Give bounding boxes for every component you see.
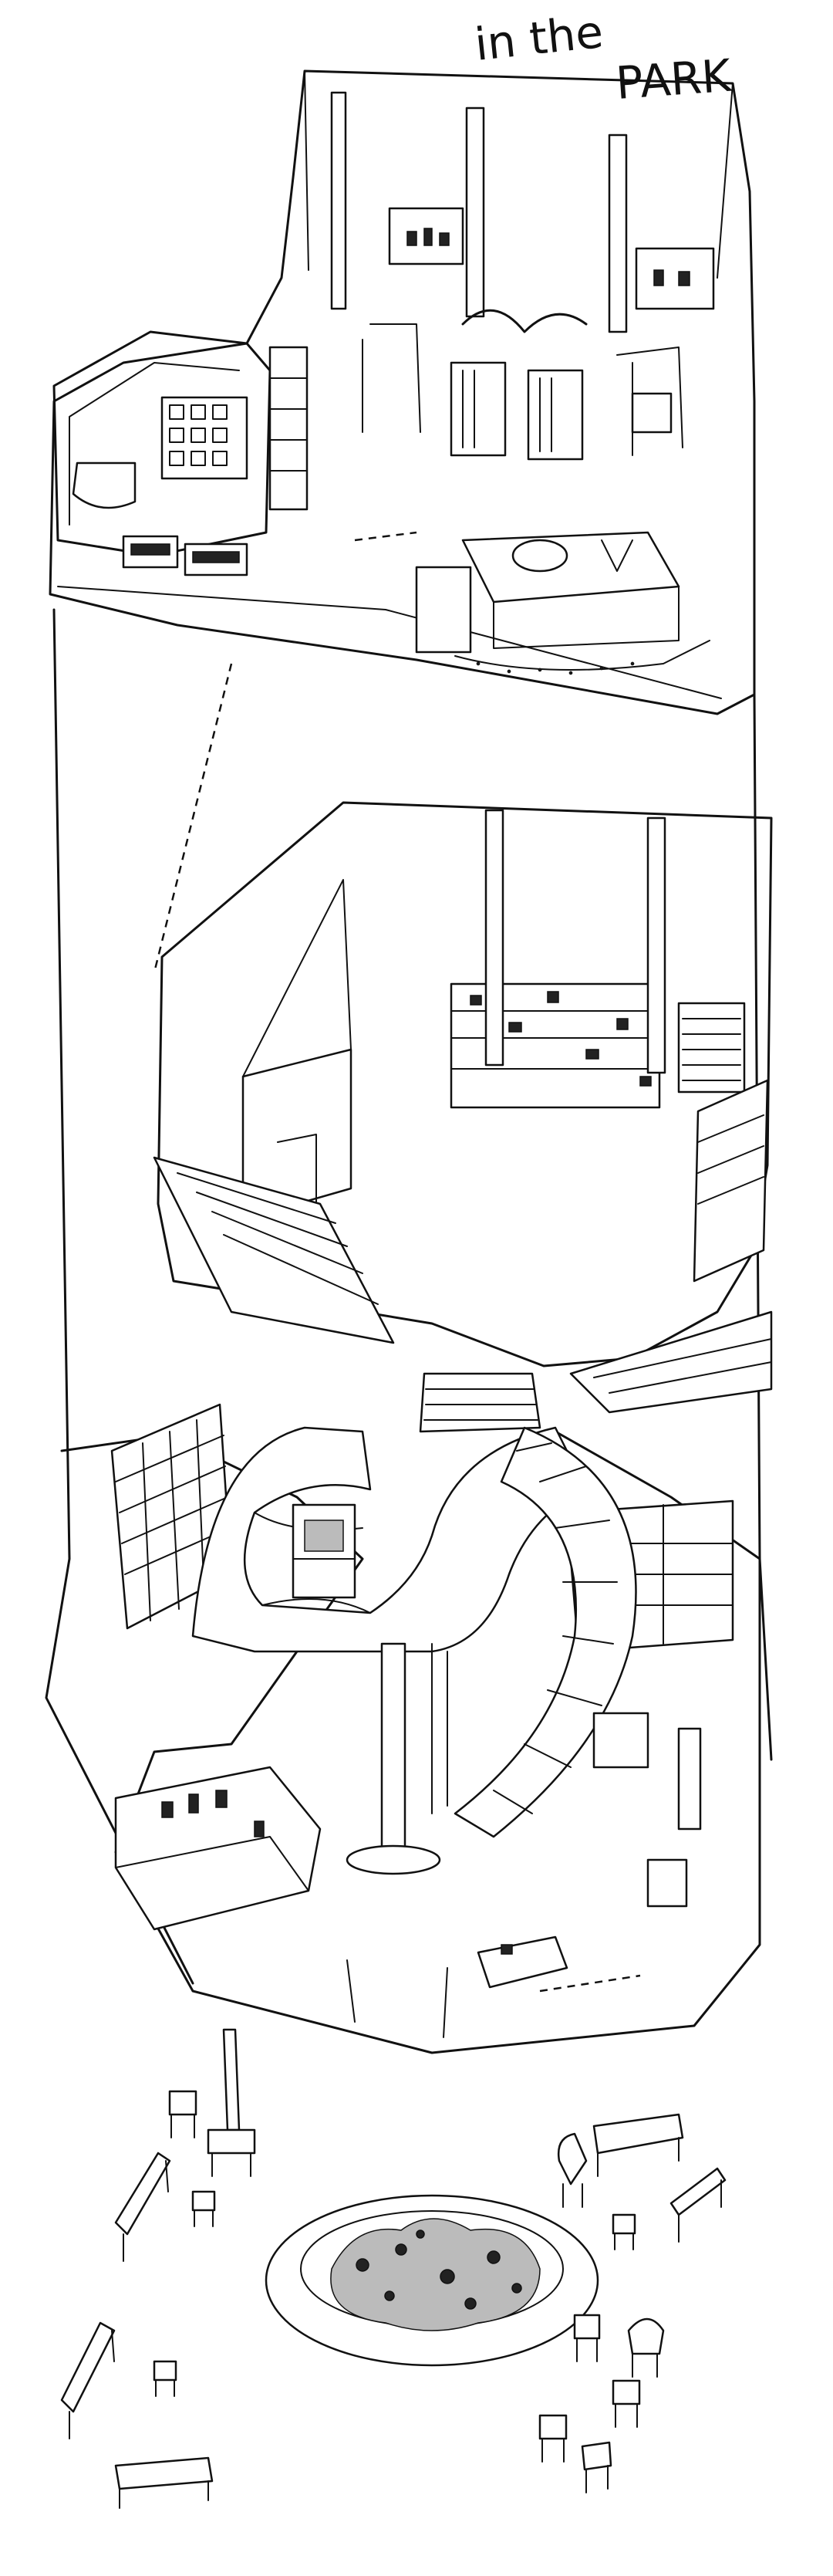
chair-right-1: [557, 2132, 588, 2208]
building-outline: [45, 608, 773, 1985]
park-seating-left: [60, 2028, 256, 2509]
wall-artwork-right: [635, 247, 715, 310]
shoe-shelving: [450, 982, 661, 1109]
low-table-front: [477, 1935, 568, 1989]
bench-2: [60, 2321, 116, 2439]
bench-right-1: [592, 2113, 684, 2177]
staircase-right: [569, 1310, 773, 1414]
park-area: [60, 2028, 727, 2509]
title-heading: in the PARK: [472, 5, 734, 110]
display-island-top: [461, 531, 680, 649]
alcove-room: [52, 330, 271, 576]
wall-artwork-left: [388, 207, 464, 265]
side-table-right: [592, 1712, 702, 1908]
chair-right-4: [612, 2379, 641, 2428]
back-room: [241, 1048, 352, 1221]
back-wall-line: [304, 70, 734, 279]
pavement-stipple: [476, 661, 635, 675]
chair-right-6: [581, 2441, 612, 2493]
entrance-lower: [346, 1959, 641, 2038]
columns-middle: [484, 809, 666, 1074]
shelf-unit-top-left: [268, 346, 309, 511]
central-stair: [419, 1372, 541, 1433]
small-chair-1: [168, 2090, 197, 2138]
lower-floor: [60, 1372, 761, 2054]
clothing-racks-top: [362, 323, 683, 456]
tree-planter: [265, 2194, 599, 2367]
title-part-1: in the: [472, 5, 605, 71]
bench-3: [114, 2456, 214, 2509]
stool-right-1: [612, 2213, 636, 2250]
columns-top: [330, 91, 628, 333]
stool-1: [191, 2190, 216, 2227]
central-pillar: [346, 1642, 448, 1875]
stool-2: [153, 2360, 177, 2397]
top-floor: [49, 69, 756, 715]
label-sign-board: [677, 1002, 746, 1094]
middle-floor: [153, 801, 773, 1414]
chair-right-2: [573, 2314, 601, 2362]
staircase-left: [153, 1156, 395, 1344]
front-counter: [114, 1766, 322, 1931]
dashed-boundary: [153, 663, 233, 973]
fitting-rooms: [450, 309, 588, 461]
entrance-top: [354, 531, 710, 671]
top-floor-outline: [49, 69, 756, 715]
title-part-2: PARK: [614, 49, 734, 110]
park-seating-right: [538, 2113, 727, 2493]
chair-right-5: [538, 2414, 568, 2463]
spiral-stair: [454, 1426, 637, 1838]
right-wall-shelving: [693, 1079, 769, 1283]
chair-right-3: [627, 2317, 665, 2378]
bench-1: [114, 2152, 171, 2262]
bench-right-2: [669, 2167, 727, 2243]
display-cabinet: [292, 1503, 356, 1599]
tall-chair: [207, 2028, 256, 2177]
